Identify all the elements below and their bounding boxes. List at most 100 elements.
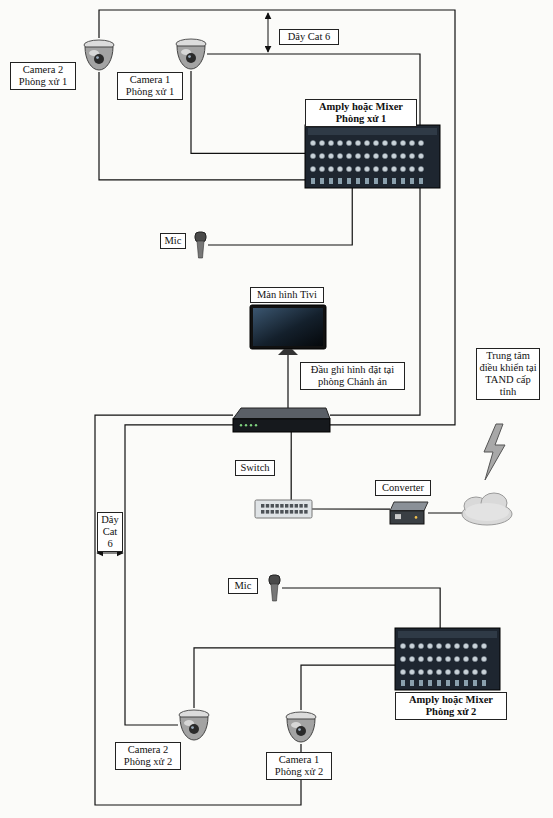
cable-connector	[207, 54, 420, 415]
mixer-knob	[328, 166, 333, 171]
recorder-led	[255, 424, 257, 426]
switch-port	[295, 504, 298, 508]
mixer-fader	[464, 680, 468, 686]
mixer-icon	[305, 125, 440, 188]
mixer-knob	[364, 140, 369, 145]
mixer-body	[305, 125, 440, 188]
mixer-knob	[427, 643, 432, 648]
mixer-knob	[373, 140, 378, 145]
camera-icon	[83, 38, 115, 72]
mixer-fader	[311, 178, 315, 184]
cable-connector	[125, 425, 233, 725]
switch-port	[295, 510, 298, 514]
mixer-fader	[374, 178, 378, 184]
switch-port	[275, 510, 278, 514]
mixer-knob	[346, 153, 351, 158]
mixer-knob	[418, 643, 423, 648]
device-label: Switch	[235, 460, 275, 476]
device-label: Camera 1 Phòng xử 1	[117, 72, 183, 100]
camera-icon	[178, 708, 210, 742]
switch-port	[261, 504, 264, 508]
mixer-knob	[472, 643, 477, 648]
cable-connector	[99, 10, 455, 425]
dvr-icon	[233, 408, 330, 432]
node-text: Dây Cat 6	[281, 31, 337, 43]
dome-camera: Camera 1 Phòng xử 1	[175, 37, 207, 71]
converter-port	[395, 514, 401, 519]
wireless-lightning	[484, 424, 505, 480]
switch-port	[261, 510, 264, 514]
mixer-knob	[355, 140, 360, 145]
switch-body	[255, 500, 312, 518]
mixer-knob	[310, 166, 315, 171]
switch-port	[271, 504, 274, 508]
cable-connector	[191, 71, 305, 153]
mixer-knob	[319, 140, 324, 145]
mixer-fader	[419, 178, 423, 184]
converter-led	[415, 516, 418, 519]
mixer-knob	[427, 656, 432, 661]
cable-connector	[282, 588, 440, 628]
device-label: Màn hình Tivi	[250, 287, 324, 303]
converter-top	[390, 502, 428, 511]
mixer-knob	[364, 153, 369, 158]
device-label: Converter	[375, 480, 431, 496]
mixer-knob	[454, 656, 459, 661]
internet-cloud	[462, 493, 512, 525]
mixer-top-strip	[398, 631, 497, 638]
mixer-knob	[373, 166, 378, 171]
mixer-knob	[445, 656, 450, 661]
cable-span-arrow	[268, 13, 269, 52]
tv-monitor: Màn hình Tivi	[250, 305, 326, 355]
cable-connector	[312, 508, 390, 509]
mixer-knob	[328, 140, 333, 145]
mixer-knob	[463, 643, 468, 648]
mixer-fader	[392, 178, 396, 184]
mixer-knob	[364, 166, 369, 171]
mixer-fader	[356, 178, 360, 184]
device-label: Camera 2 Phòng xử 1	[10, 62, 76, 90]
camera-lens	[94, 54, 104, 64]
mixer-knob	[355, 153, 360, 158]
mixer-knob	[319, 166, 324, 171]
network-switch: Switch	[255, 500, 312, 518]
camera-dome	[287, 719, 315, 742]
mixer-knob	[481, 656, 486, 661]
switch-icon	[255, 500, 312, 518]
camera-icon	[285, 710, 317, 744]
camera-dome	[85, 47, 113, 70]
mixer-knob	[418, 669, 423, 674]
tv-stand	[278, 349, 298, 355]
mixer-knob	[409, 166, 414, 171]
cable-note: Dây Cat 6	[279, 29, 339, 45]
mixer-knob	[418, 656, 423, 661]
mixer-knob	[400, 153, 405, 158]
switch-port	[304, 504, 307, 508]
device-label: Camera 1 Phòng xử 2	[266, 752, 332, 780]
mixer-fader	[365, 178, 369, 184]
tv-icon	[250, 305, 326, 355]
camera-dome	[180, 717, 208, 740]
mixer-fader	[410, 680, 414, 686]
mic-head	[195, 232, 206, 242]
tv-frame	[250, 305, 326, 349]
recorder-top	[233, 408, 330, 419]
microphone: Mic	[193, 232, 208, 258]
mixer-knob	[391, 166, 396, 171]
mixer-knob	[409, 656, 414, 661]
switch-port	[299, 510, 302, 514]
mixer-fader	[383, 178, 387, 184]
mixer-knob	[409, 140, 414, 145]
cable-connector	[301, 665, 395, 710]
device-label: Mic	[228, 578, 258, 594]
amplifier-mixer: Amply hoặc Mixer Phòng xử 1	[305, 125, 440, 188]
mixer-knob	[481, 669, 486, 674]
dome-camera: Camera 1 Phòng xử 2	[285, 710, 317, 744]
media-converter: Converter	[390, 502, 428, 524]
device-label: Đầu ghi hình đặt tại phòng Chánh án	[300, 362, 405, 390]
lens-glint	[298, 728, 301, 731]
switch-port	[290, 510, 293, 514]
tv-screen	[253, 308, 323, 346]
camera-lens	[186, 53, 196, 63]
